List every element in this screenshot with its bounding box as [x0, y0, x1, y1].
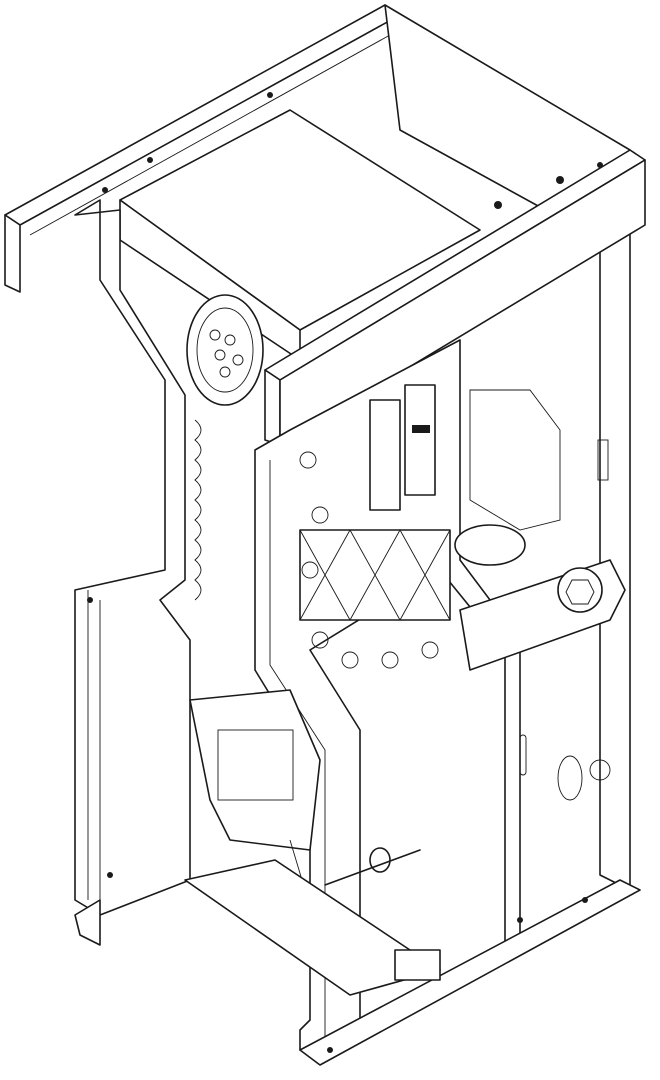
valve-modules: [299, 384, 451, 669]
bottom-rails: [74, 755, 641, 1066]
burner-assembly: [186, 294, 264, 601]
fastener-dots: [87, 92, 603, 1053]
top-front-crossbar: [264, 149, 646, 446]
rear-top-rail: [4, 4, 401, 293]
manifold-pipe: [454, 524, 626, 671]
left-front-frame: [74, 199, 191, 916]
